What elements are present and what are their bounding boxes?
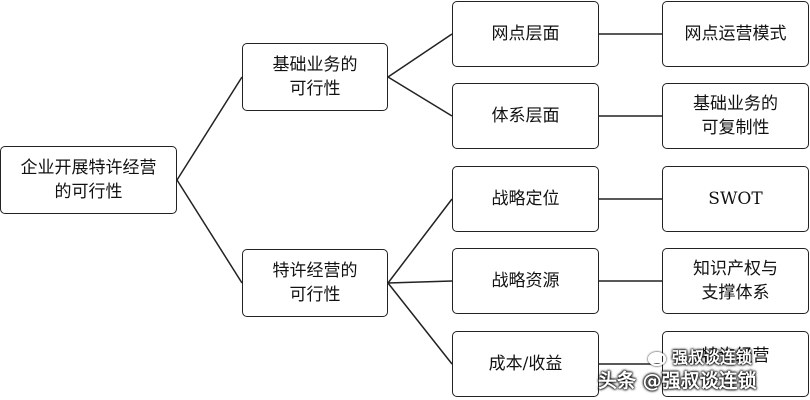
watermark-account: 强叔谈连锁 <box>648 344 752 368</box>
level2-node-positioning: 战略定位 <box>452 166 599 232</box>
level2-node-system: 体系层面 <box>452 83 599 149</box>
branch-to-level2-line <box>387 280 453 284</box>
branch-node-franchise: 特许经营的 可行性 <box>242 249 388 317</box>
watermark-account-text: 强叔谈连锁 <box>672 348 753 367</box>
branch-to-level2-line <box>387 282 453 365</box>
root-to-branch-line <box>176 76 243 181</box>
level2-node-resources: 战略资源 <box>452 248 599 314</box>
branch-to-level2-line <box>387 76 453 117</box>
level2-node-outlet: 网点层面 <box>452 1 599 67</box>
leaf-node-swot: SWOT <box>662 166 809 232</box>
leaf-node-outlet-model: 网点运营模式 <box>662 1 809 67</box>
watermark-toutiao: 头条 @强叔谈连锁 <box>598 370 757 392</box>
branch-to-level2-line <box>387 198 453 284</box>
leaf-node-franchise: 特许经营 <box>662 331 809 397</box>
level2-node-cost-benefit: 成本/收益 <box>452 331 599 397</box>
root-node: 企业开展特许经营 的可行性 <box>0 146 177 214</box>
wechat-icon <box>648 351 666 366</box>
leaf-node-replicability: 基础业务的 可复制性 <box>662 83 809 149</box>
leaf-node-ip-support: 知识产权与 支撑体系 <box>662 248 809 314</box>
branch-node-basic-business: 基础业务的 可行性 <box>242 43 388 111</box>
root-to-branch-line <box>176 179 243 284</box>
branch-to-level2-line <box>387 33 453 78</box>
